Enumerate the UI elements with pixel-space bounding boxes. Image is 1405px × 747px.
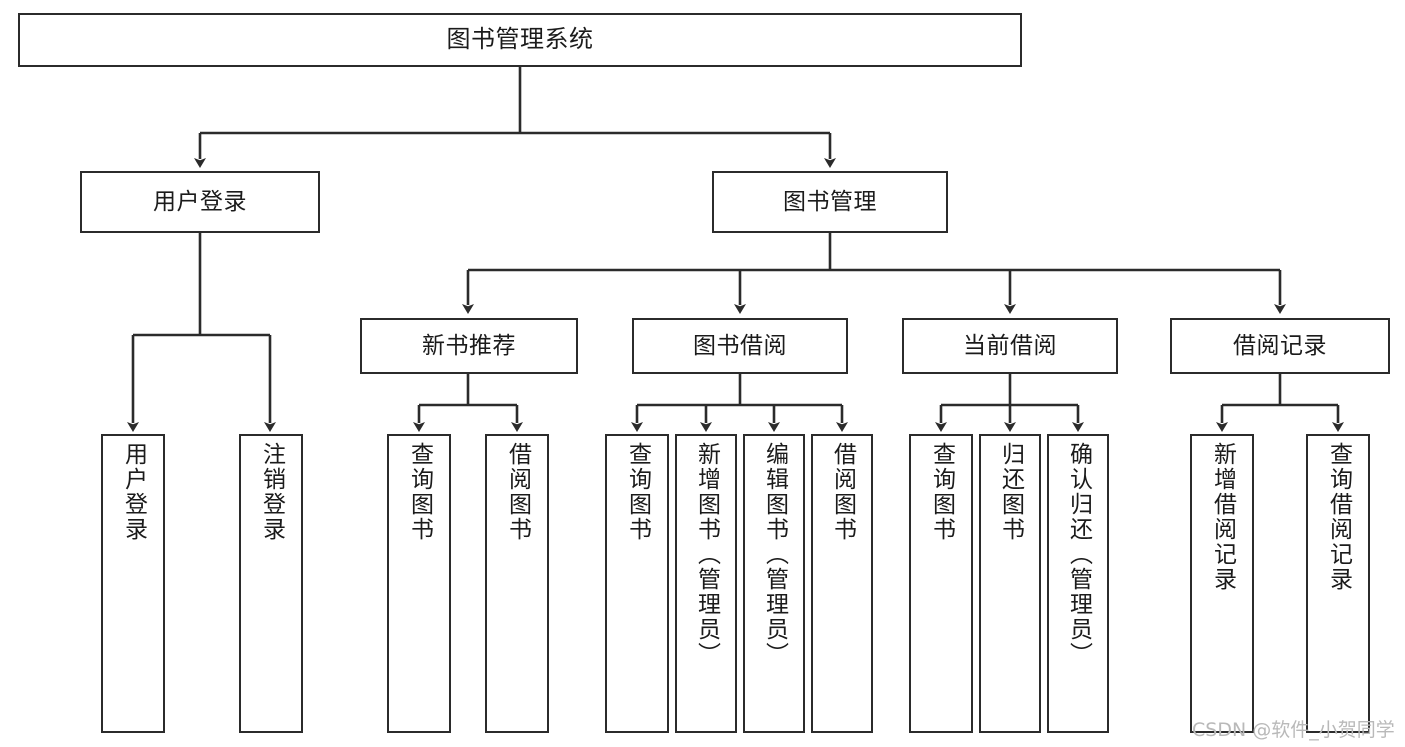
leaf-new-book-borrow[interactable]: 借阅图书 (485, 434, 549, 733)
node-label: 用户登录 (153, 188, 247, 215)
node-borrow-record[interactable]: 借阅记录 (1170, 318, 1390, 374)
node-label: 新增图书（管理员） (693, 442, 720, 667)
node-book-management[interactable]: 图书管理 (712, 171, 948, 233)
node-label: 确认归还（管理员） (1065, 442, 1092, 667)
node-label: 编辑图书（管理员） (761, 442, 788, 667)
node-label: 借阅图书 (504, 442, 531, 542)
node-label: 借阅记录 (1233, 332, 1327, 359)
leaf-book-borrow-borrow[interactable]: 借阅图书 (811, 434, 873, 733)
node-label: 新增借阅记录 (1209, 442, 1236, 592)
leaf-current-borrow-query[interactable]: 查询图书 (909, 434, 973, 733)
node-label: 图书借阅 (693, 332, 787, 359)
node-label: 查询借阅记录 (1325, 442, 1352, 592)
node-label: 借阅图书 (829, 442, 856, 542)
node-label: 注销登录 (258, 442, 285, 542)
node-book-borrow[interactable]: 图书借阅 (632, 318, 848, 374)
node-label: 查询图书 (928, 442, 955, 542)
leaf-current-borrow-return[interactable]: 归还图书 (979, 434, 1041, 733)
node-new-book-recommend[interactable]: 新书推荐 (360, 318, 578, 374)
node-label: 查询图书 (624, 442, 651, 542)
node-current-borrow[interactable]: 当前借阅 (902, 318, 1118, 374)
node-label: 用户登录 (120, 442, 147, 542)
node-label: 图书管理系统 (446, 25, 594, 54)
leaf-book-borrow-add[interactable]: 新增图书（管理员） (675, 434, 737, 733)
node-label: 新书推荐 (422, 332, 516, 359)
csdn-watermark: CSDN @软件_小贺同学 (1192, 719, 1395, 741)
leaf-user-login-login[interactable]: 用户登录 (101, 434, 165, 733)
node-user-login[interactable]: 用户登录 (80, 171, 320, 233)
leaf-new-book-query[interactable]: 查询图书 (387, 434, 451, 733)
node-label: 当前借阅 (963, 332, 1057, 359)
leaf-user-login-logout[interactable]: 注销登录 (239, 434, 303, 733)
node-root-book-management-system[interactable]: 图书管理系统 (18, 13, 1022, 67)
node-label: 归还图书 (997, 442, 1024, 542)
node-label: 查询图书 (406, 442, 433, 542)
leaf-book-borrow-edit[interactable]: 编辑图书（管理员） (743, 434, 805, 733)
node-label: 图书管理 (783, 188, 877, 215)
leaf-current-borrow-confirm-return[interactable]: 确认归还（管理员） (1047, 434, 1109, 733)
leaf-borrow-record-query[interactable]: 查询借阅记录 (1306, 434, 1370, 733)
leaf-book-borrow-query[interactable]: 查询图书 (605, 434, 669, 733)
leaf-borrow-record-add[interactable]: 新增借阅记录 (1190, 434, 1254, 733)
